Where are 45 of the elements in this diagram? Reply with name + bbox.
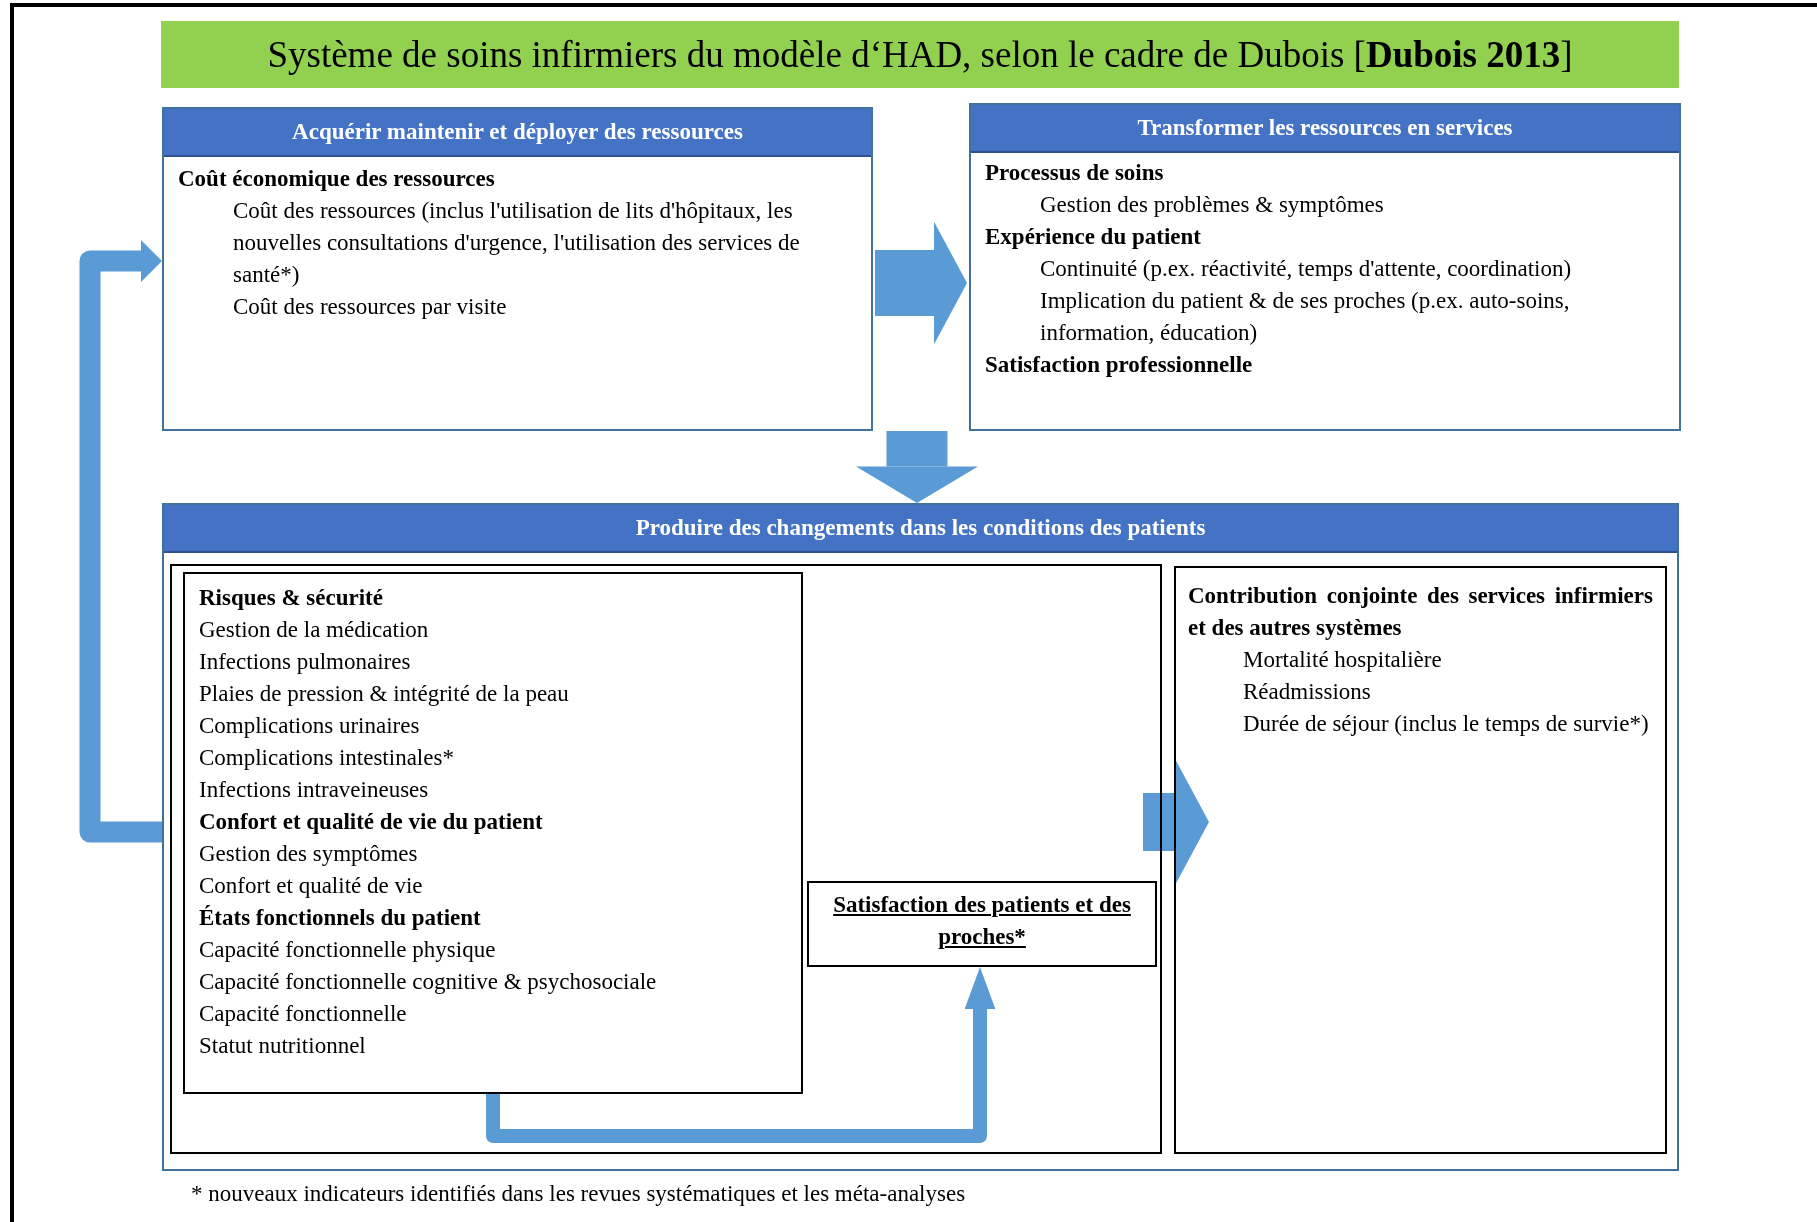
band-heading: Produire des changements dans les conditions des patients bbox=[164, 505, 1677, 553]
indicator-text: Durée de séjour (inclus le temps de survie*) bbox=[1242, 710, 1650, 738]
indicator-text: Réadmissions bbox=[1242, 678, 1372, 706]
outcome-text: Satisfaction des patients et des proches* bbox=[832, 891, 1132, 951]
indicator-text: Coût des ressources par visite bbox=[232, 293, 508, 321]
indicator-text: Gestion des problèmes & symptômes bbox=[1039, 191, 1385, 219]
indicator-text: Confort et qualité de vie bbox=[199, 872, 424, 900]
text-box bbox=[162, 503, 1679, 1171]
section-heading: États fonctionnels du patient bbox=[199, 904, 482, 932]
block-arrow bbox=[486, 967, 996, 1143]
indicator-text: Statut nutritionnel bbox=[199, 1032, 367, 1060]
section-heading: Risques & sécurité bbox=[199, 584, 384, 612]
text-box bbox=[162, 107, 873, 431]
block-arrow bbox=[875, 221, 967, 345]
indicator-text: Infections intraveineuses bbox=[199, 776, 430, 804]
block-arrow bbox=[1143, 760, 1209, 884]
indicator-text: Capacité fonctionnelle physique bbox=[199, 936, 497, 964]
indicator-text: Gestion de la médication bbox=[199, 616, 430, 644]
indicator-text: Mortalité hospitalière bbox=[1242, 646, 1443, 674]
section-heading: Processus de soins bbox=[985, 159, 1165, 187]
text-box bbox=[807, 881, 1157, 967]
title-banner: Système de soins infirmiers du modèle d‘HAD, selon le cadre de Dubois [Dubois 2013] bbox=[161, 21, 1679, 88]
section-heading: Expérience du patient bbox=[985, 223, 1202, 251]
indicator-text: Implication du patient & de ses proches (p.ex. auto-soins, information, éducation) bbox=[1039, 287, 1571, 347]
text-box bbox=[183, 572, 803, 1094]
text-box bbox=[1174, 566, 1667, 1154]
indicator-text: Complications urinaires bbox=[199, 712, 421, 740]
indicator-text: Infections pulmonaires bbox=[199, 648, 412, 676]
frame-box bbox=[170, 564, 1162, 1154]
text-box bbox=[969, 103, 1681, 431]
indicator-text: Plaies de pression & intégrité de la peau bbox=[199, 680, 570, 708]
band-heading: Transformer les ressources en services bbox=[971, 105, 1679, 153]
indicator-text: Gestion des symptômes bbox=[199, 840, 419, 868]
section-heading: Coût économique des ressources bbox=[178, 165, 496, 193]
indicator-text: Capacité fonctionnelle bbox=[199, 1000, 408, 1028]
indicator-text: Coût des ressources (inclus l'utilisation de lits d'hôpitaux, les nouvelles consultations d'urgence, l'utilisation des services de santé*) bbox=[232, 197, 801, 289]
section-heading: Satisfaction professionnelle bbox=[985, 351, 1254, 379]
footnote: * nouveaux indicateurs identifiés dans les revues systématiques et les méta-analyses bbox=[191, 1180, 966, 1208]
indicator-text: Complications intestinales* bbox=[199, 744, 455, 772]
band-heading: Acquérir maintenir et déployer des ressources bbox=[164, 109, 871, 157]
block-arrow bbox=[856, 431, 978, 503]
section-heading: Confort et qualité de vie du patient bbox=[199, 808, 544, 836]
indicator-text: Continuité (p.ex. réactivité, temps d'attente, coordination) bbox=[1039, 255, 1573, 283]
indicator-text: Capacité fonctionnelle cognitive & psychosociale bbox=[199, 968, 658, 996]
section-heading: Contribution conjointe des services infirmiers et des autres systèmes bbox=[1188, 582, 1653, 642]
